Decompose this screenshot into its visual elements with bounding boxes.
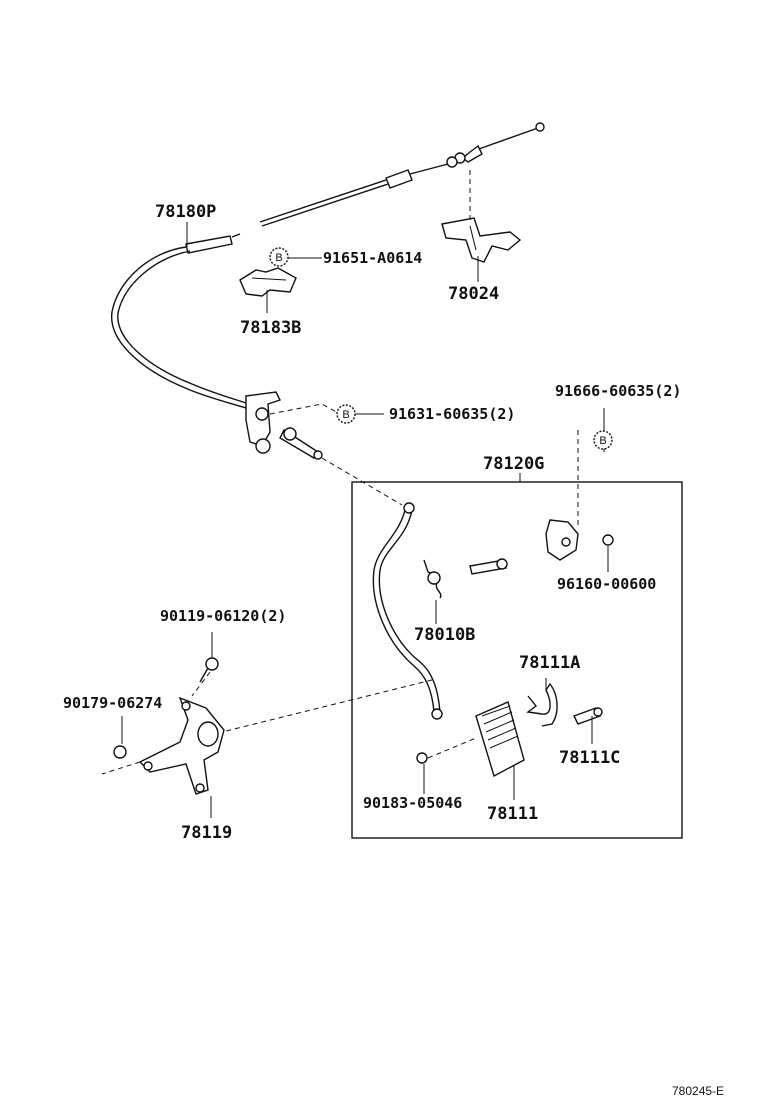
pedal-arm-rod — [372, 502, 443, 720]
label-78024: 78024 — [448, 284, 499, 304]
svg-text:B: B — [275, 252, 282, 264]
label-90119-06120: 90119-06120(2) — [160, 607, 286, 625]
label-78111: 78111 — [487, 804, 538, 824]
spring-78111A — [526, 682, 558, 727]
leader-91631 — [269, 403, 341, 415]
accelerator-cable — [111, 122, 545, 411]
diagram-reference-code: 780245-E — [672, 1084, 724, 1098]
label-91631-60635: 91631-60635(2) — [389, 405, 515, 423]
pedal-bracket-78119 — [138, 696, 225, 795]
pivot-pin — [469, 558, 508, 575]
spring-78010B — [423, 559, 442, 599]
nut-96160 — [602, 534, 614, 546]
label-90183-05046: 90183-05046 — [363, 794, 462, 812]
pedal-pad-78111 — [475, 701, 525, 778]
svg-text:B: B — [599, 435, 606, 447]
label-90179-06274: 90179-06274 — [63, 694, 162, 712]
label-96160-00600: 96160-00600 — [557, 575, 656, 593]
leader-pedal-arm — [221, 679, 433, 733]
label-78010B: 78010B — [414, 625, 475, 645]
svg-text:B: B — [342, 409, 349, 421]
label-78111C: 78111C — [559, 748, 620, 768]
label-78120G: 78120G — [483, 454, 544, 474]
cable-clamp-78183B — [239, 267, 297, 297]
nut-90179 — [113, 745, 127, 759]
label-91666-60635: 91666-60635(2) — [555, 382, 681, 400]
cable-end-bracket — [245, 391, 323, 460]
leader-90179 — [101, 761, 141, 775]
nut-90183 — [416, 752, 428, 764]
leader-90119 — [191, 671, 211, 697]
label-leaders — [121, 222, 609, 818]
label-78119: 78119 — [181, 823, 232, 843]
bolt-90119 — [199, 657, 219, 683]
label-91651-A0614: 91651-A0614 — [323, 249, 422, 267]
leader-90183 — [427, 737, 477, 759]
pin-78111C — [573, 707, 603, 725]
label-78111A: 78111A — [519, 653, 580, 673]
cable-bracket-78024 — [441, 217, 522, 263]
stopper-bracket — [545, 519, 579, 561]
marker-b-2: B — [336, 404, 356, 424]
marker-b-1: B — [269, 247, 289, 267]
label-78180P: 78180P — [155, 202, 216, 222]
marker-b-3: B — [593, 430, 613, 450]
pedal-assembly-box — [351, 481, 683, 839]
label-78183B: 78183B — [240, 318, 301, 338]
